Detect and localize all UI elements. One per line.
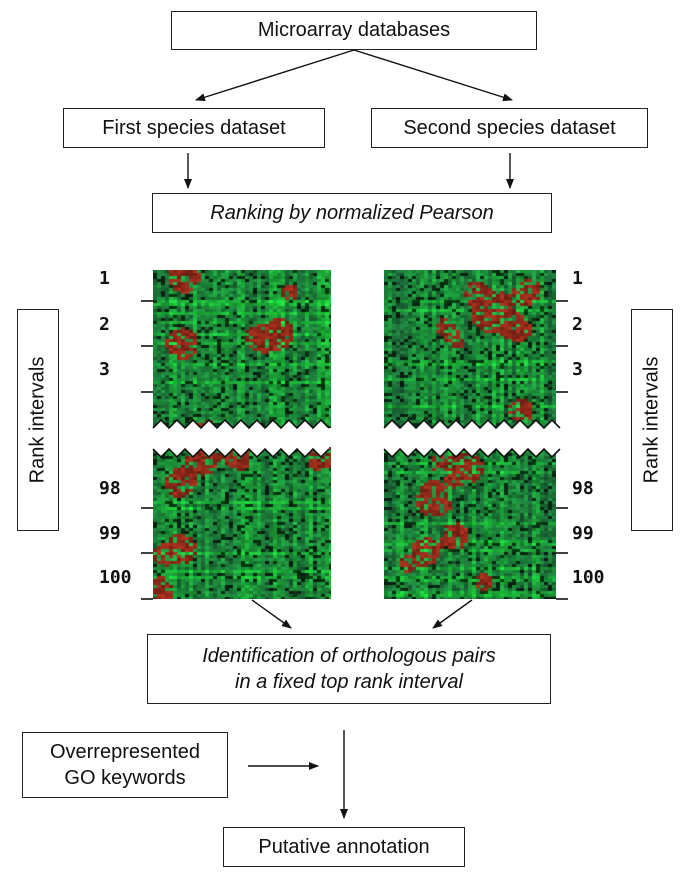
heatmap-first-top — [153, 270, 331, 428]
microarray-databases-label: Microarray databases — [257, 19, 451, 41]
rank-intervals-right-box: Rank intervals — [631, 309, 673, 531]
first-species-dataset-label: First species dataset — [102, 116, 286, 139]
rank-left-100: 100 — [99, 567, 132, 588]
left-rank-ticks — [141, 300, 153, 600]
go-keywords-box: Overrepresented GO keywords — [22, 732, 228, 798]
putative-annotation-box: Putative annotation — [223, 827, 465, 867]
rank-left-3: 3 — [99, 359, 110, 380]
go-keywords-line1: Overrepresented — [49, 741, 201, 763]
right-rank-ticks — [556, 300, 568, 600]
putative-annotation-label: Putative annotation — [258, 835, 430, 858]
first-species-dataset-box: First species dataset — [63, 108, 325, 148]
rank-right-3: 3 — [572, 359, 583, 380]
rank-intervals-left-box: Rank intervals — [17, 309, 59, 531]
go-keywords-line2: GO keywords — [64, 767, 186, 789]
rank-right-99: 99 — [572, 523, 594, 544]
heatmap-break-edges — [152, 418, 561, 459]
heatmap-second-bottom — [384, 447, 556, 599]
identification-line1: Identification of orthologous pairs — [202, 645, 496, 667]
rank-left-2: 2 — [99, 314, 110, 335]
rank-right-98: 98 — [572, 478, 594, 499]
rank-right-100: 100 — [572, 567, 605, 588]
heatmap-second-top — [384, 270, 556, 428]
ranking-label: Ranking by normalized Pearson — [210, 201, 494, 224]
heatmap-first-bottom — [153, 447, 331, 599]
second-species-dataset-label: Second species dataset — [403, 116, 616, 139]
identification-box: Identification of orthologous pairs in a… — [147, 634, 551, 704]
rank-left-1: 1 — [99, 268, 110, 289]
second-species-dataset-box: Second species dataset — [371, 108, 648, 148]
arrow-to-first-dataset — [195, 49, 355, 102]
rank-right-2: 2 — [572, 314, 583, 335]
arrow-first-heatmap-to-identification — [251, 599, 292, 629]
identification-line2: in a fixed top rank interval — [235, 671, 463, 693]
arrow-second-heatmap-to-identification — [432, 599, 473, 629]
microarray-databases-box: Microarray databases — [171, 11, 537, 50]
rank-left-99: 99 — [99, 523, 121, 544]
arrow-to-second-dataset — [353, 49, 513, 102]
ranking-box: Ranking by normalized Pearson — [152, 193, 552, 233]
rank-left-98: 98 — [99, 478, 121, 499]
rank-right-1: 1 — [572, 268, 583, 289]
